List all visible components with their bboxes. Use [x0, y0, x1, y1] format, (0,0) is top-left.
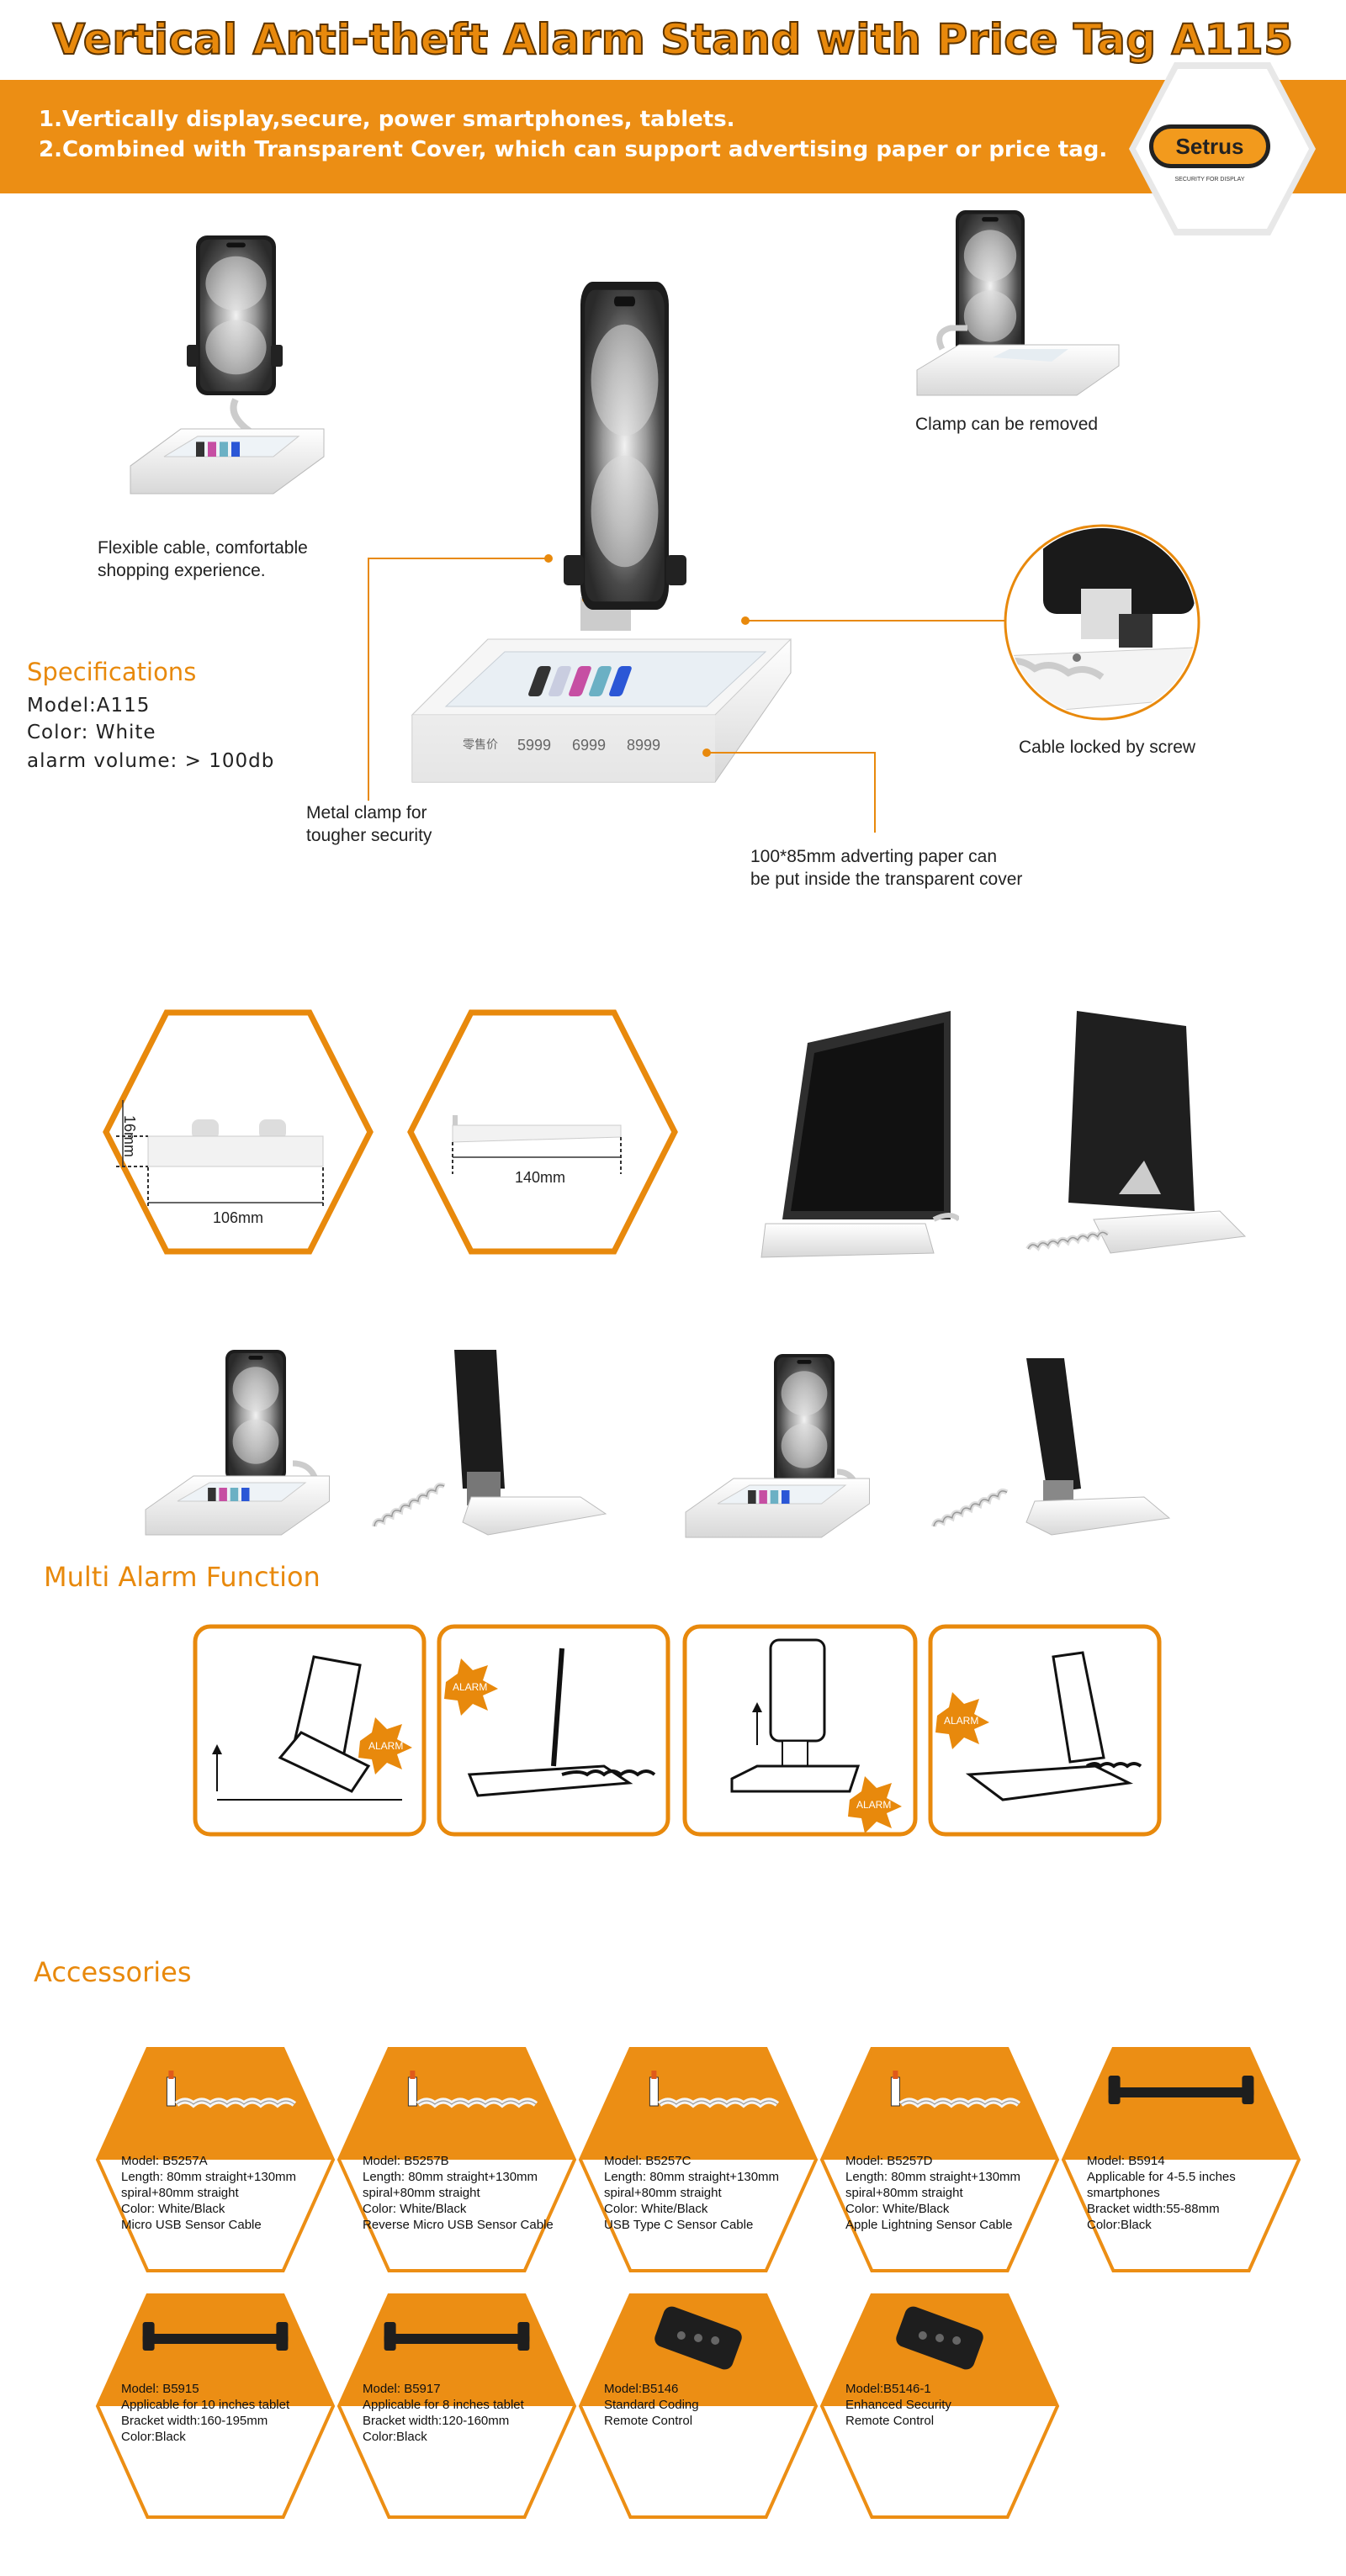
stand-clamp-removed-image: [916, 210, 1120, 396]
spec-color: Color: White: [27, 722, 156, 743]
stand-view-2-image: [370, 1350, 607, 1536]
accessory-card-row1-2: [336, 2047, 577, 2272]
stand-view-3-image: [685, 1354, 870, 1538]
brand-logo: Setrus: [1149, 124, 1270, 168]
dim-height-label: 16mm: [121, 1115, 138, 1157]
stand-price-3: 8999: [627, 737, 660, 754]
alarm-burst-2: ALARM: [453, 1681, 487, 1693]
feature-banner: 1.Vertically display,secure, power smart…: [0, 80, 1346, 193]
alarm-burst-3: ALARM: [856, 1799, 891, 1811]
accessory-product-image: [407, 2071, 538, 2108]
stand-view-1-image: [145, 1350, 330, 1536]
caption-cable-locked: Cable locked by screw: [1019, 738, 1196, 757]
accessories-heading: Accessories: [34, 1956, 192, 1988]
feature-line-2: 2.Combined with Transparent Cover, which…: [39, 137, 1108, 162]
accessory-product-image: [896, 2306, 983, 2370]
accessory-card-row1-3: [578, 2047, 819, 2272]
accessory-product-image: [649, 2071, 780, 2108]
stand-small-phone-image: [130, 235, 325, 495]
page-title: Vertical Anti-theft Alarm Stand with Pri…: [51, 14, 1294, 65]
specifications-heading: Specifications: [27, 658, 197, 686]
spec-model: Model:A115: [27, 695, 151, 717]
screw-detail-circle-image: [1004, 524, 1200, 721]
feature-line-1: 1.Vertically display,secure, power smart…: [39, 107, 735, 132]
accessory-card-row2-4: [819, 2293, 1060, 2519]
accessory-product-image: [1108, 2076, 1254, 2104]
multi-alarm-heading: Multi Alarm Function: [44, 1561, 321, 1593]
alarm-lift-panel: ALARM: [682, 1624, 918, 1837]
stand-view-4-image: [925, 1358, 1171, 1536]
accessory-product-image: [384, 2322, 530, 2351]
accessory-product-image: [142, 2322, 289, 2351]
alarm-removal-panel: ALARM: [928, 1624, 1162, 1837]
stand-price-1: 5999: [517, 737, 551, 754]
brand-tagline: SECURITY FOR DISPLAY: [1174, 177, 1245, 182]
tablet-back-image: [1018, 1011, 1247, 1254]
alarm-burst-1: ALARM: [368, 1740, 403, 1752]
accessory-card-row2-1: [95, 2293, 336, 2519]
caption-clamp-removed: Clamp can be removed: [915, 415, 1099, 434]
stand-price-2: 6999: [572, 737, 606, 754]
accessory-card-row1-4: [819, 2047, 1060, 2272]
spec-alarm-volume: alarm volume: > 100db: [27, 750, 275, 772]
accessory-card-row2-2: [336, 2293, 577, 2519]
accessory-card-row2-3: [578, 2293, 819, 2519]
alarm-burst-4: ALARM: [944, 1715, 978, 1727]
accessory-card-row1-5: [1061, 2047, 1301, 2272]
accessory-product-image: [166, 2071, 297, 2108]
accessory-product-image: [654, 2306, 742, 2370]
stand-price-label: 零售价: [463, 738, 498, 751]
alarm-cable-cut-panel: ALARM: [437, 1624, 670, 1837]
tablet-front-image: [760, 1011, 959, 1258]
alarm-tilt-panel: ALARM: [193, 1624, 427, 1837]
dim-width-label: 106mm: [213, 1209, 263, 1226]
dimension-hexagon-side: 140mm: [407, 1009, 678, 1255]
accessory-product-image: [890, 2071, 1021, 2108]
main-stand-image: 零售价 5999 6999 8999: [411, 282, 792, 783]
dim-length-label: 140mm: [515, 1169, 565, 1186]
accessory-card-row1-1: [95, 2047, 336, 2272]
dimension-hexagon-front: 106mm 16mm: [103, 1009, 374, 1255]
